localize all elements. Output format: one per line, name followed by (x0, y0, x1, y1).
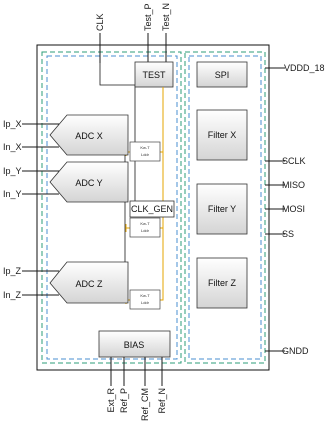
pin-ip-z: Ip_Z (3, 266, 22, 276)
bias-block-label: BIAS (124, 340, 145, 350)
filter-x-label: Filter X (208, 130, 237, 140)
pin-ip-y: Ip_Y (3, 166, 22, 176)
pin-vddd-18: VDDD_18 (284, 63, 325, 73)
analog-domain-blue (46, 55, 178, 360)
pin-mosi: MOSI (282, 204, 305, 214)
filter-z-block (196, 257, 248, 309)
svg-text:Lddr: Lddr (141, 152, 150, 157)
filter-x-block (196, 109, 248, 161)
pin-miso: MISO (282, 180, 305, 190)
pin-ref-p: Ref_P (119, 388, 129, 413)
pin-in-z: In_Z (3, 290, 22, 300)
pin-test-n: Test_N (161, 3, 171, 31)
svg-text:Kw-T: Kw-T (140, 145, 150, 150)
analog-domain-green (41, 51, 182, 364)
adc-y-block (49, 161, 129, 203)
svg-text:Lddr: Lddr (141, 228, 150, 233)
clk-gen-label: CLK_GEN (131, 204, 173, 214)
pin-gndd: GNDD (282, 346, 309, 356)
clk-gen-block (129, 200, 175, 218)
kw-lddr-y (129, 217, 161, 238)
test-block-label: TEST (142, 70, 166, 80)
digital-domain-green (184, 51, 266, 364)
svg-text:Lddr: Lddr (141, 300, 150, 305)
spi-block-label: SPI (215, 70, 230, 80)
kw-lddr-x (129, 141, 161, 162)
pin-ref-n: Ref_N (157, 388, 167, 414)
adc-x-block (49, 114, 129, 156)
adc-z-label: ADC Z (76, 279, 104, 289)
filter-y-label: Filter Y (208, 204, 236, 214)
kw-lddr-z (129, 289, 161, 310)
pin-test-p: Test_P (143, 3, 153, 31)
pin-in-x: In_X (3, 142, 22, 152)
adc-x-label: ADC X (75, 131, 103, 141)
svg-text:Kw-T: Kw-T (140, 293, 150, 298)
pin-ss: SS (282, 229, 294, 239)
spi-block (196, 61, 248, 88)
adc-z-block (49, 261, 129, 304)
pin-sclk: SCLK (282, 156, 306, 166)
svg-text:Kw-T: Kw-T (140, 221, 150, 226)
bias-block (98, 330, 171, 358)
pin-ref-cm: Ref_CM (140, 388, 150, 421)
digital-domain-blue (188, 55, 262, 360)
filter-y-block (196, 183, 248, 235)
pin-in-y: In_Y (3, 189, 22, 199)
pin-clk: CLK (95, 13, 105, 31)
test-block (134, 61, 174, 88)
filter-z-label: Filter Z (208, 278, 237, 288)
adc-y-label: ADC Y (75, 178, 102, 188)
pin-ip-x: Ip_X (3, 119, 22, 129)
pin-ext-r: Ext_R (106, 388, 116, 413)
